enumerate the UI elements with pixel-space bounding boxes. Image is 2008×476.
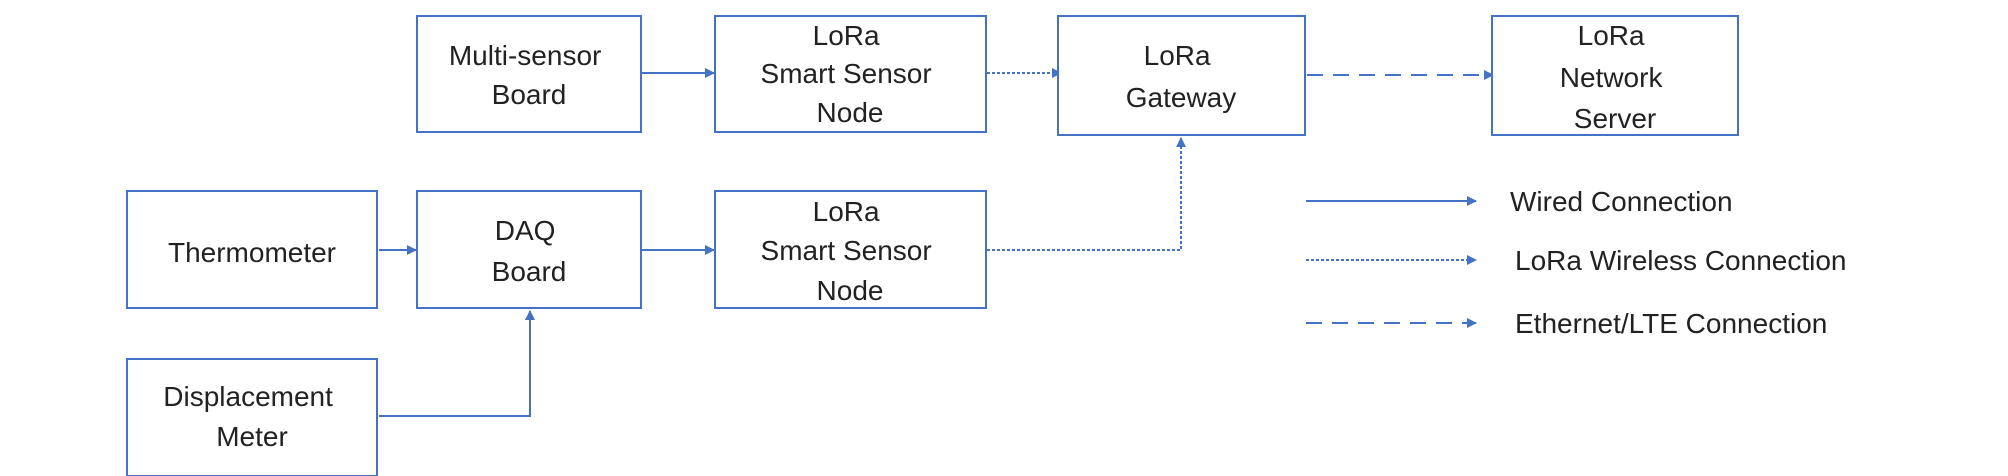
network-server-label-line3: Server [1574, 103, 1656, 134]
legend-lora-label: LoRa Wireless Connection [1515, 245, 1847, 276]
svg-text:LoRa Smart Sensor: LoRa Smart Sensor Node [761, 20, 940, 128]
lora-smart-sensor-node-bottom-box: LoRa Smart Sensor Node [714, 190, 987, 309]
smart-node-bottom-label-line3: Node [817, 275, 884, 306]
smart-node-top-label-line2: Smart Sensor [761, 58, 932, 89]
smart-node-bottom-label-line2: Smart Sensor [761, 235, 932, 266]
network-server-label-line2: Network [1560, 62, 1664, 93]
daq-board-box: DAQ Board [416, 190, 642, 309]
displacement-meter-label-line2: Meter [216, 421, 288, 452]
gateway-label-line2: Gateway [1126, 82, 1237, 113]
svg-text:LoRa Gateway: LoRa Gateway [1126, 40, 1237, 113]
displacement-to-daq-wired [379, 310, 535, 417]
multi-sensor-board-box: Multi-sensor Board [416, 15, 642, 133]
multi-sensor-board-label-line1: Multi-sensor [449, 40, 601, 71]
lora-gateway-box: LoRa Gateway [1057, 15, 1306, 136]
lora-smart-sensor-node-top-box: LoRa Smart Sensor Node [714, 15, 987, 133]
svg-text:Displacement Meter: Displacement Meter [163, 381, 340, 452]
displacement-meter-label-line1: Displacement [163, 381, 333, 412]
lora-network-server-box: LoRa Network Server [1491, 15, 1739, 136]
svg-text:LoRa Network Serve: LoRa Network Server [1560, 20, 1670, 134]
thermometer-label: Thermometer [168, 237, 336, 268]
thermometer-box: Thermometer [126, 190, 378, 309]
daq-board-label-line1: DAQ [495, 215, 556, 246]
network-server-label-line1: LoRa [1578, 20, 1645, 51]
legend: Wired Connection LoRa Wireless Connectio… [1306, 186, 1847, 339]
svg-text:DAQ Board: DAQ Board [492, 215, 567, 287]
smart-node-top-label-line1: LoRa [813, 20, 880, 51]
gateway-label-line1: LoRa [1144, 40, 1211, 71]
smart-node-top-label-line3: Node [817, 97, 884, 128]
legend-ethernet-label: Ethernet/LTE Connection [1515, 308, 1827, 339]
smart-node-bottom-label-line1: LoRa [813, 196, 880, 227]
daq-board-label-line2: Board [492, 256, 567, 287]
legend-wired-label: Wired Connection [1510, 186, 1733, 217]
smart-node-bottom-to-gateway-lora [987, 137, 1186, 251]
svg-text:Multi-sensor Board: Multi-sensor Board [449, 40, 609, 110]
displacement-meter-box: Displacement Meter [126, 358, 378, 476]
multi-sensor-board-label-line2: Board [492, 79, 567, 110]
svg-text:Thermometer: Thermometer [168, 237, 336, 268]
svg-text:LoRa Smart Sensor: LoRa Smart Sensor Node [761, 196, 940, 306]
